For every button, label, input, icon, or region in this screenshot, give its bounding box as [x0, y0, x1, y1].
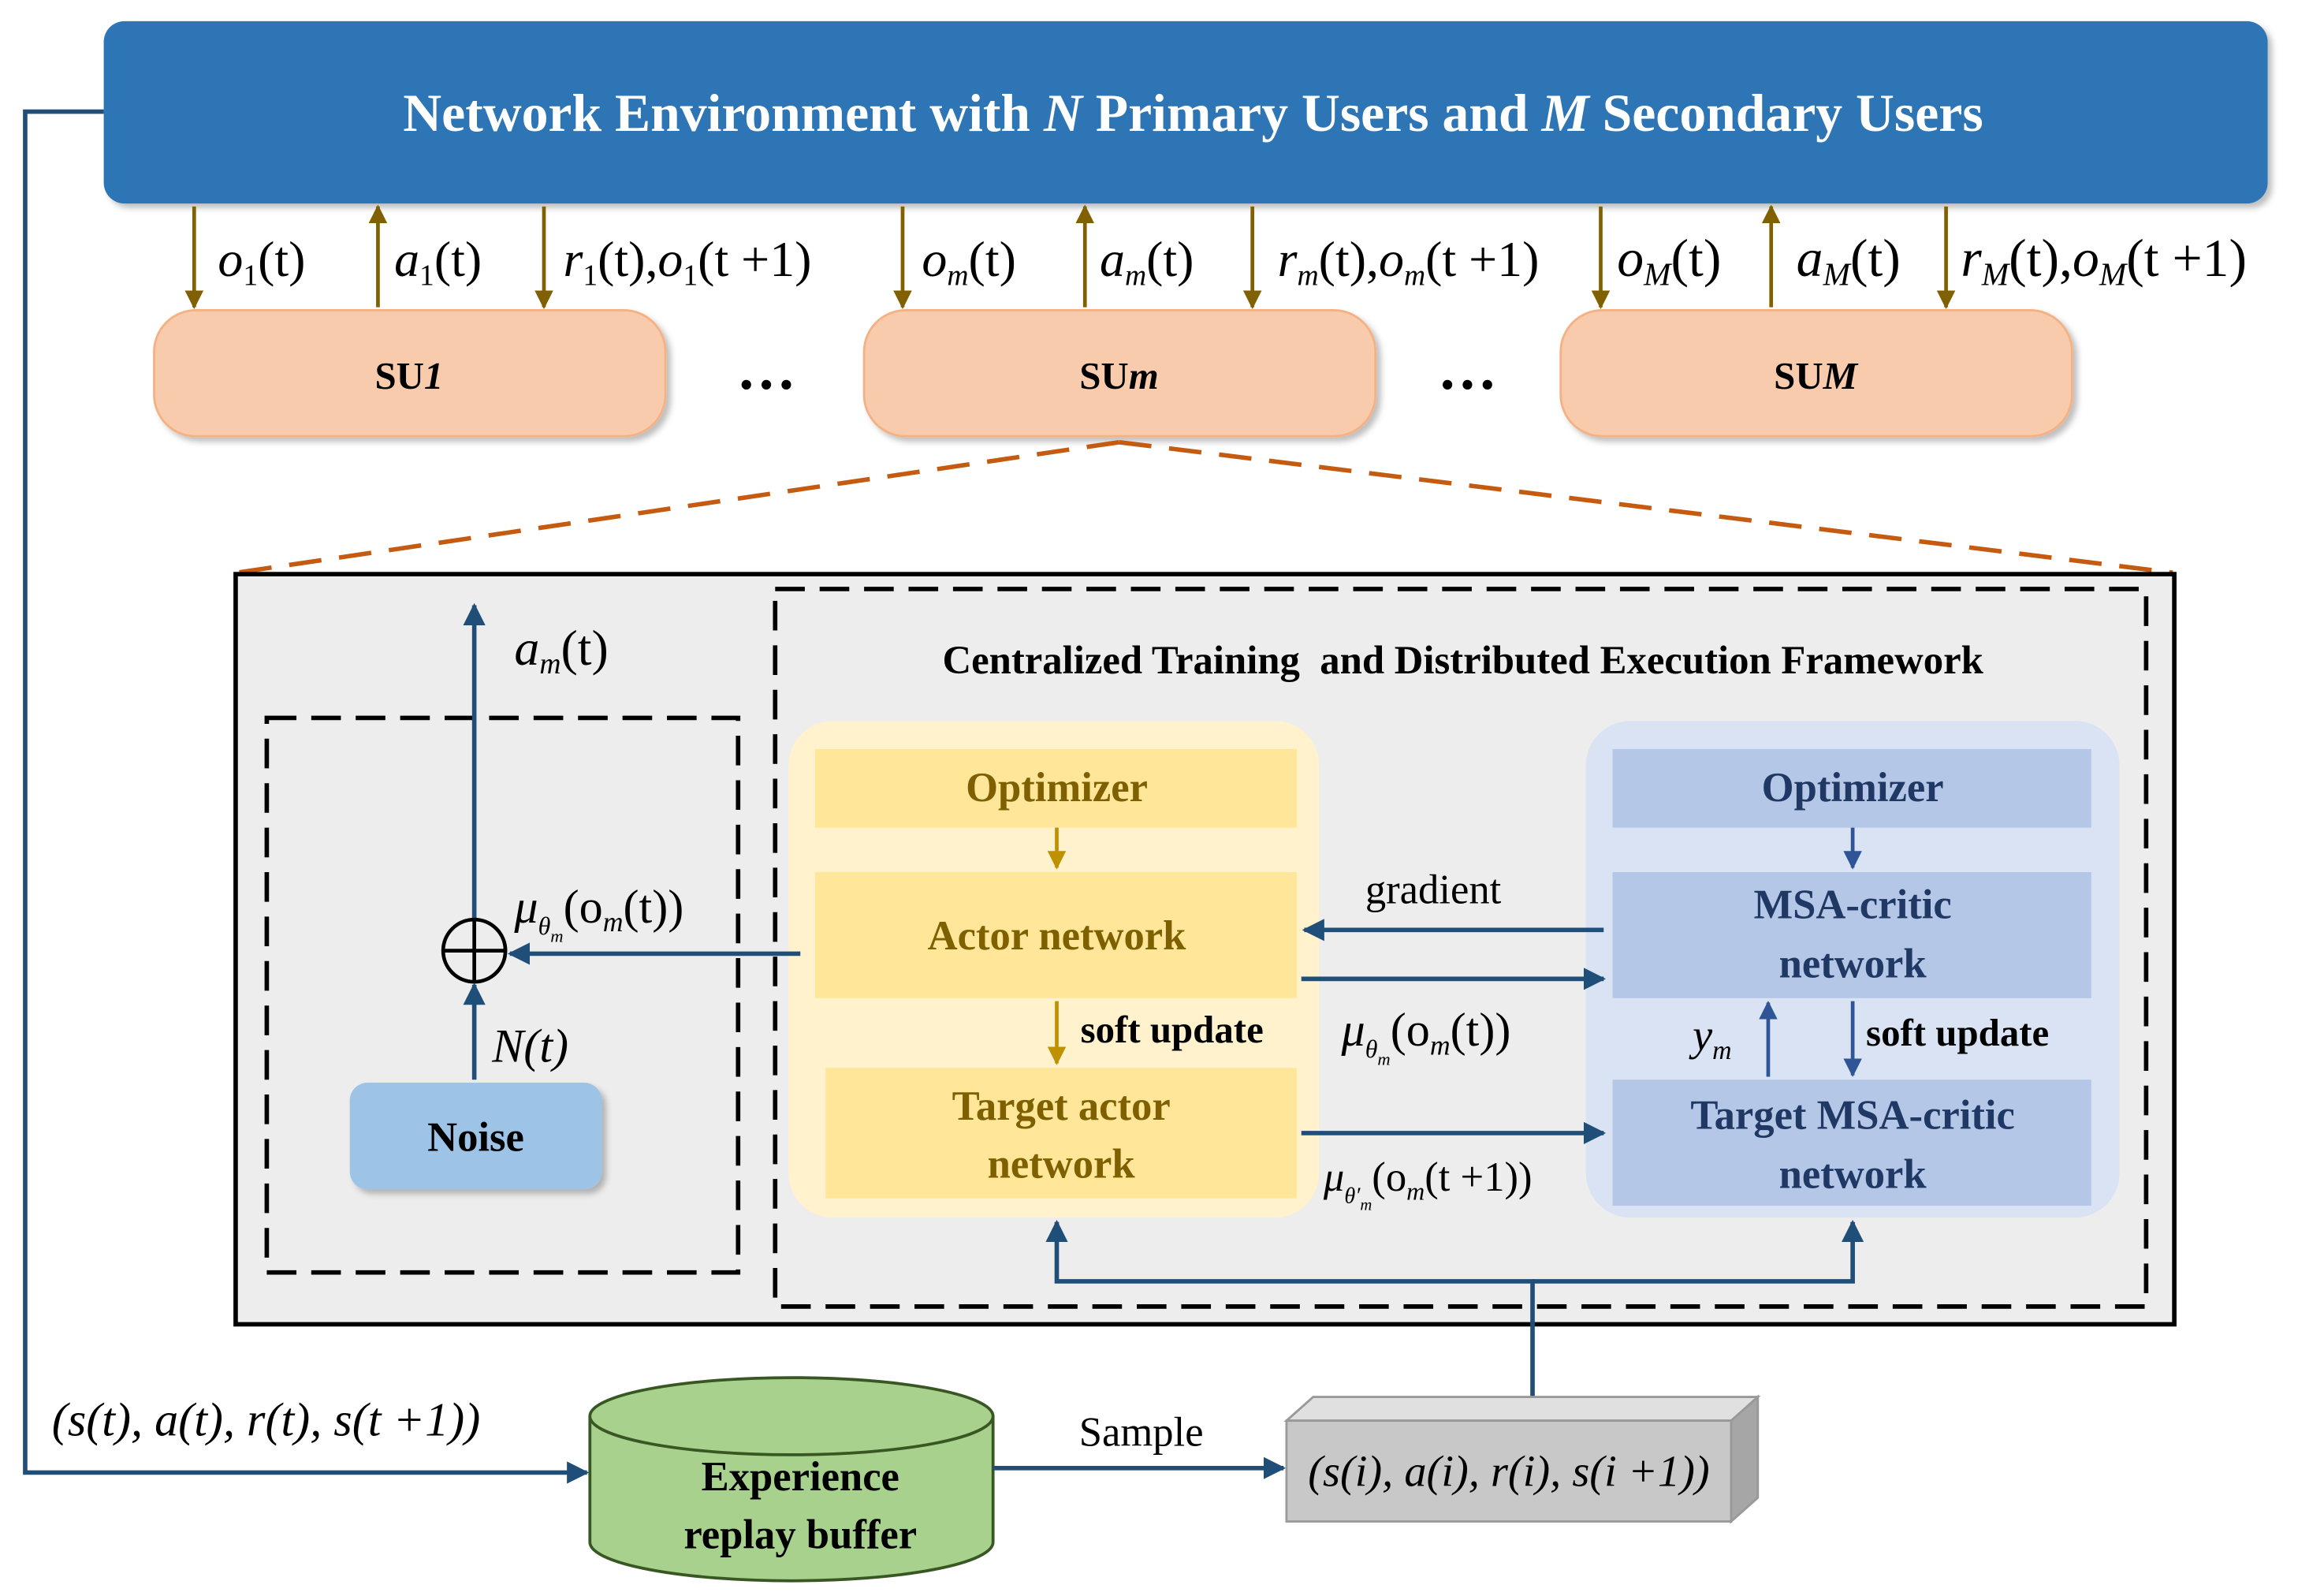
- replay-buffer-label-line2: replay buffer: [683, 1512, 917, 1557]
- network-environment-title: Network Environment with N Primary Users…: [403, 84, 1983, 143]
- minibatch-label: (s(i), a(i), r(i), s(i +1)): [1308, 1447, 1709, 1496]
- svg-text:SUm: SUm: [1079, 354, 1159, 397]
- su-index: m: [1129, 354, 1159, 397]
- actor-soft-update-label: soft update: [1081, 1008, 1264, 1051]
- replay-buffer-label-line1: Experience: [702, 1454, 899, 1500]
- act-label-su1: a1(t): [394, 231, 482, 292]
- action-output-label: am(t): [514, 620, 608, 681]
- target-msa-critic-label-line1: Target MSA-critic: [1690, 1092, 2015, 1138]
- obs-label-su1: o1(t): [218, 231, 305, 292]
- ym-label: ym: [1689, 1012, 1731, 1065]
- mu-input-label: μθm(om(t)): [513, 881, 683, 945]
- su-box-1: SU1: [153, 309, 667, 438]
- replay-buffer-cylinder: [588, 1376, 995, 1583]
- msa-critic-label-line1: MSA-critic: [1753, 882, 1951, 927]
- su-prefix: SU: [1079, 354, 1128, 397]
- framework-title: Centralized Training and Distributed Exe…: [942, 638, 1983, 682]
- noise-label: Noise: [427, 1114, 524, 1160]
- noise-box: [349, 1082, 602, 1190]
- exploration-box: [264, 715, 741, 1275]
- noise-signal-label: N(t): [491, 1020, 568, 1073]
- environment-to-buffer-line: [23, 109, 590, 1484]
- su-index: M: [1823, 354, 1859, 397]
- target-msa-critic-label-line2: network: [1779, 1151, 1927, 1197]
- zoom-line-left: [236, 439, 1119, 576]
- network-environment-bar: [103, 21, 2268, 204]
- minibatch-box: [1283, 1394, 1761, 1524]
- act-label-sum: am(t): [1100, 231, 1194, 292]
- critic-soft-update-label: soft update: [1866, 1011, 2049, 1054]
- critic-optimizer-box: [1612, 748, 2091, 828]
- act-label-suM: aM(t): [1797, 229, 1901, 292]
- mu-actor-output-label: μθm(om(t)): [1340, 1004, 1510, 1068]
- target-actor-label-line2: network: [988, 1141, 1136, 1187]
- ellipsis-left: …: [736, 337, 795, 402]
- obs-label-sum: om(t): [922, 231, 1015, 292]
- msa-critic-label-line2: network: [1779, 941, 1927, 986]
- sum-node-icon: [441, 917, 508, 984]
- target-msa-critic-box: [1612, 1080, 2091, 1206]
- actor-optimizer-label: Optimizer: [966, 765, 1148, 811]
- rew-label-su1: r1(t),o1(t +1): [563, 231, 811, 292]
- target-actor-box: [825, 1068, 1298, 1199]
- actor-optimizer-box: [815, 748, 1298, 828]
- sample-distribution-line: [1045, 1219, 1535, 1397]
- ellipsis-right: …: [1438, 337, 1497, 402]
- rew-label-suM: rM(t),oM(t +1): [1961, 229, 2247, 292]
- target-actor-label-line1: Target actor: [952, 1083, 1171, 1129]
- su-box-M: SUM: [1559, 309, 2073, 438]
- rew-label-sum: rm(t),om(t +1): [1278, 231, 1540, 292]
- gradient-label: gradient: [1365, 867, 1502, 912]
- sample-to-critic-line: [1533, 1219, 1864, 1284]
- su-prefix: SU: [374, 354, 423, 397]
- actor-network-box: [815, 872, 1298, 998]
- svg-text:SU1: SU1: [374, 354, 443, 397]
- su-box-m: SUm: [862, 309, 1377, 438]
- actor-network-label: Actor network: [928, 913, 1187, 959]
- zoom-line-right: [1119, 439, 2173, 576]
- svg-text:SUM: SUM: [1774, 354, 1858, 397]
- su-index: 1: [424, 354, 443, 397]
- su-prefix: SU: [1774, 354, 1823, 397]
- msa-critic-box: [1612, 872, 2091, 998]
- mu-target-output-label: μθ′m(om(t +1)): [1323, 1154, 1533, 1214]
- ctde-framework-box: [773, 587, 2149, 1309]
- critic-optimizer-label: Optimizer: [1762, 765, 1944, 811]
- transition-label: (s(t), a(t), r(t), s(t +1)): [52, 1393, 480, 1446]
- obs-label-suM: oM(t): [1617, 229, 1721, 292]
- sample-label: Sample: [1079, 1410, 1204, 1456]
